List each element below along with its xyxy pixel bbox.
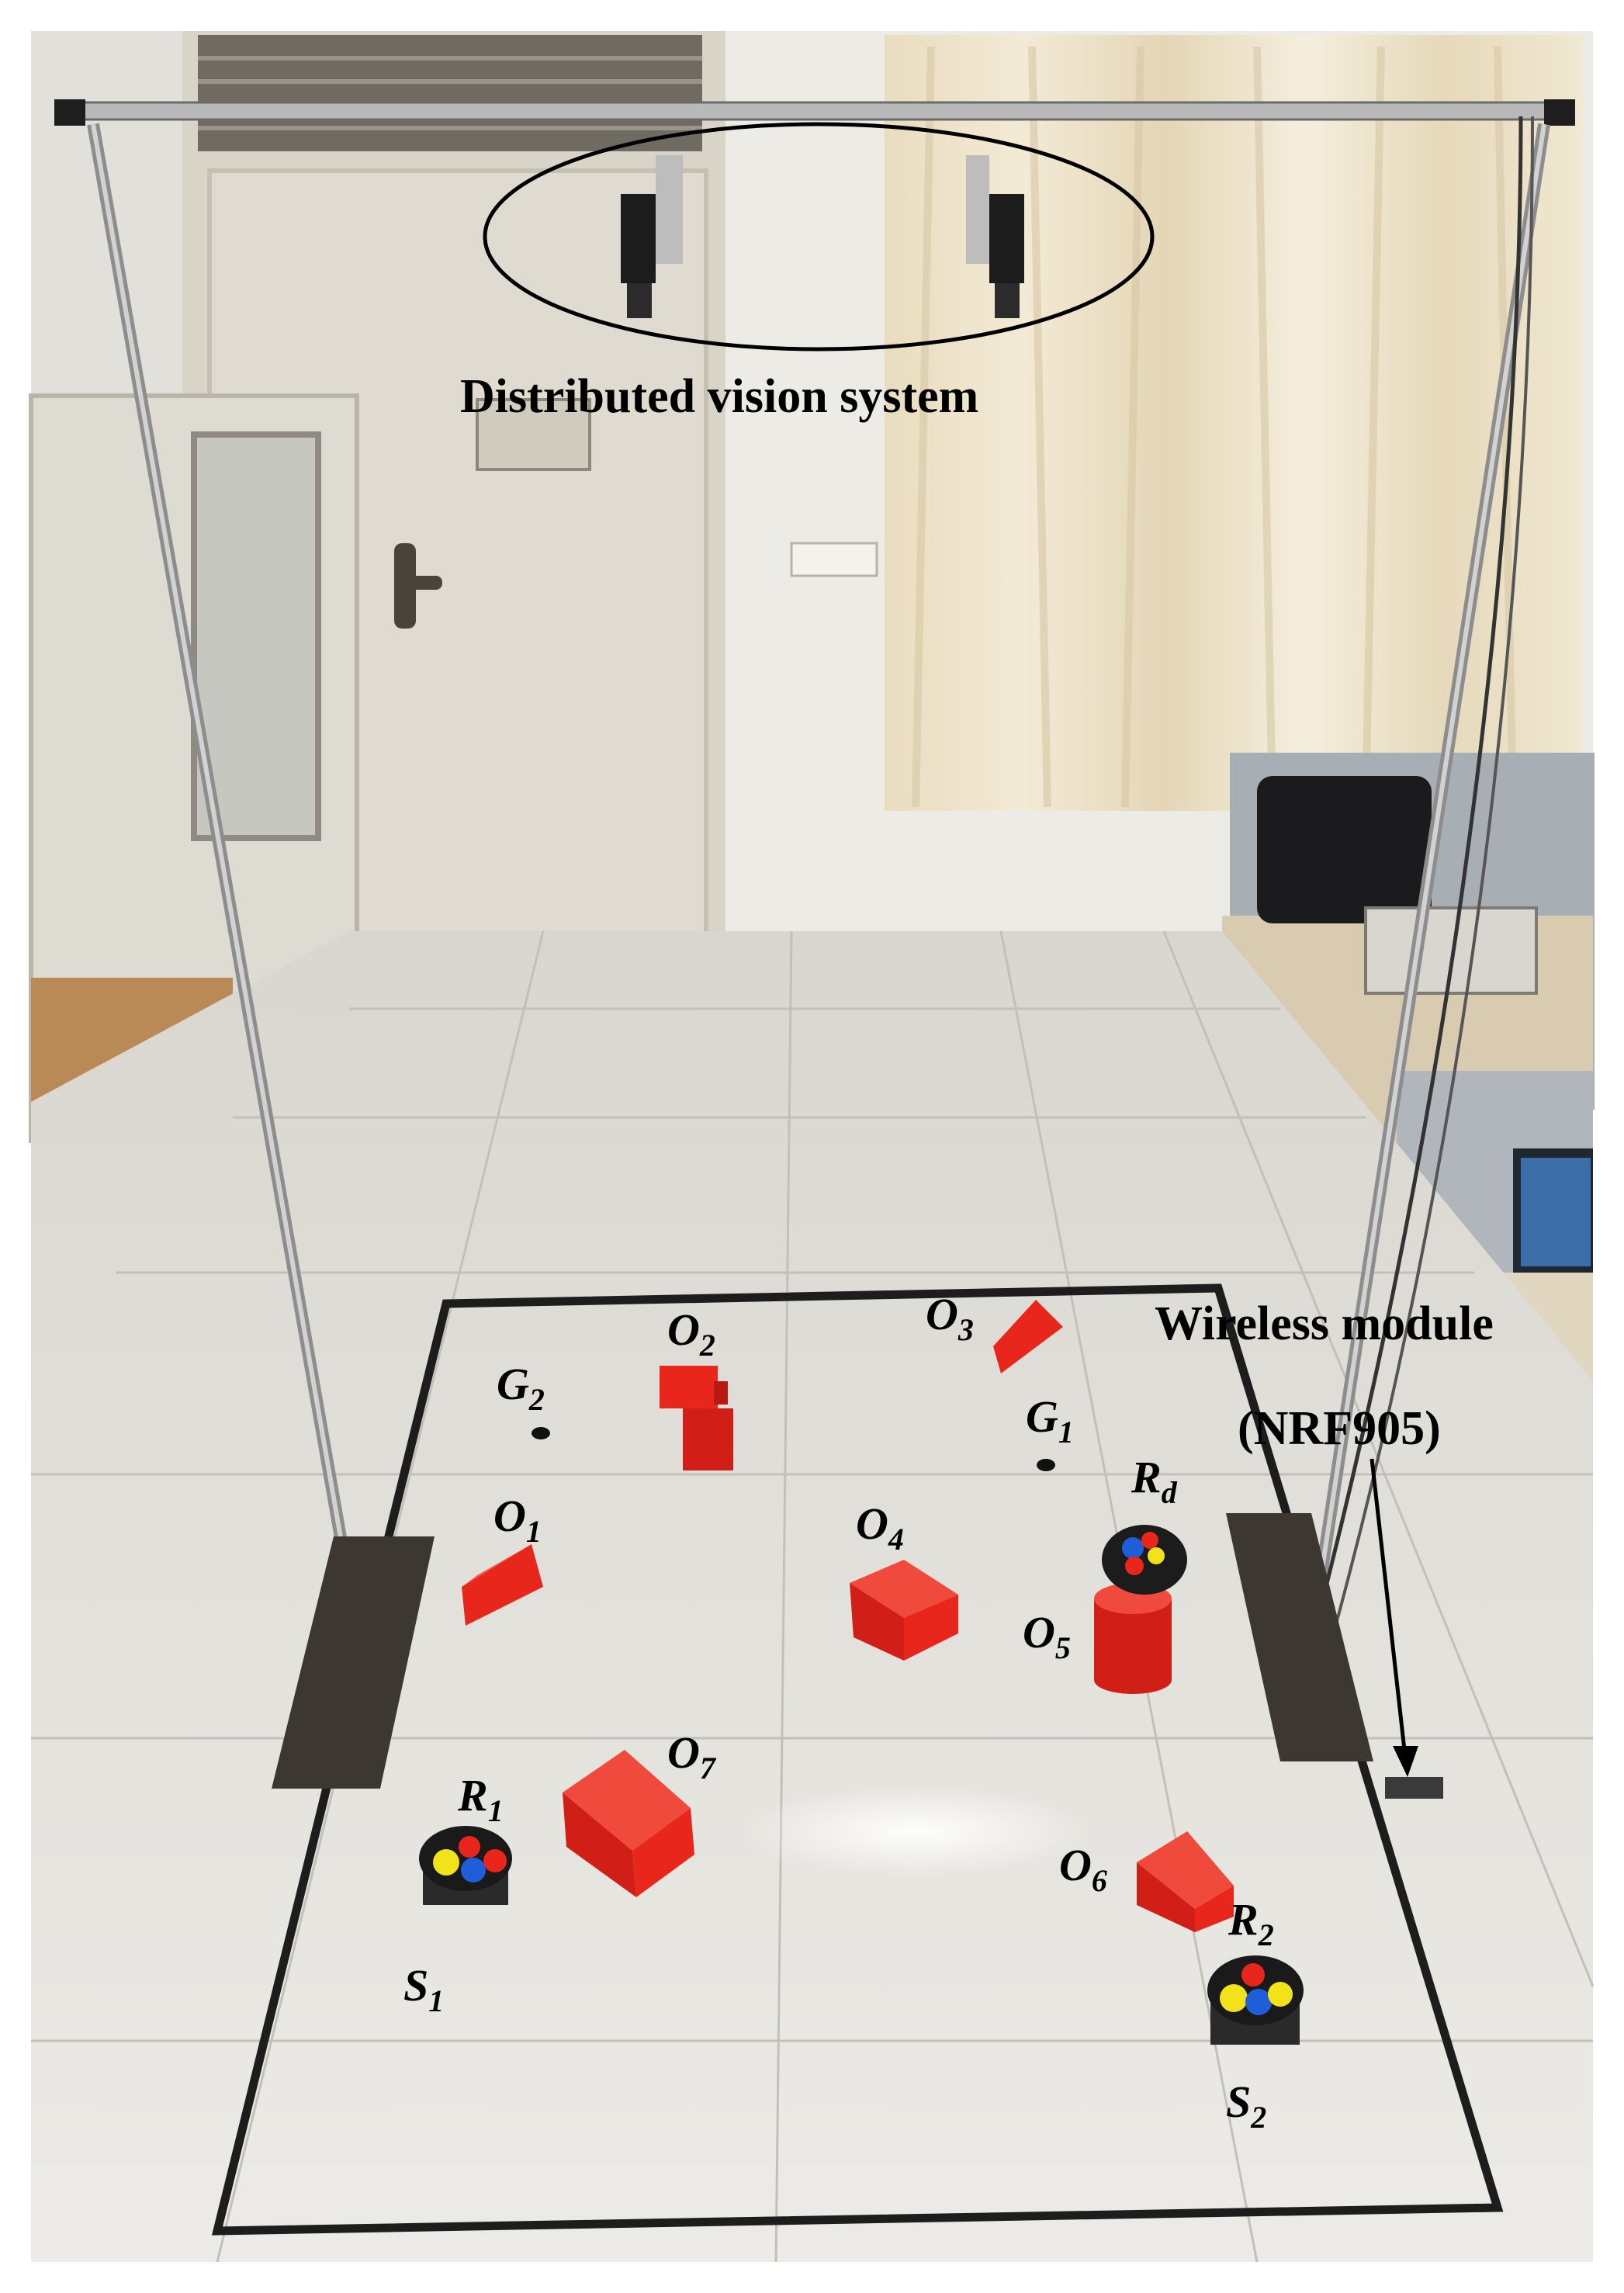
obstacle-o5 [1094, 1583, 1172, 1694]
label-o1: O1 [493, 1491, 542, 1549]
floor [31, 931, 1593, 2262]
oscilloscope [1364, 906, 1538, 995]
label-s1: S1 [403, 1960, 445, 2018]
robot-rd [1102, 1525, 1187, 1595]
obstacle-o4 [850, 1560, 958, 1661]
vision-system-highlight [483, 122, 1155, 352]
goal-g1-marker [1037, 1459, 1055, 1471]
camera-left [621, 155, 683, 318]
curtain [885, 35, 1583, 811]
label-g2: G2 [497, 1359, 545, 1417]
floor-tiles [31, 930, 1595, 2263]
wireless-arrow-line [1369, 1458, 1407, 1751]
label-o3: O3 [926, 1289, 974, 1347]
door-vent [198, 35, 702, 151]
label-o5: O5 [1023, 1607, 1071, 1665]
cabinet-glass [191, 431, 321, 841]
light-switch [790, 542, 878, 577]
door-handle-bar [403, 576, 442, 590]
label-o2: O2 [667, 1304, 715, 1363]
distributed-vision-system-caption: Distributed vision system [460, 370, 979, 423]
frame-base-right [1226, 1513, 1373, 1761]
robot-r2 [1207, 1955, 1304, 2045]
label-r1: R1 [458, 1770, 504, 1828]
goal-g2-marker [532, 1427, 550, 1439]
wireless-arrow-head [1393, 1746, 1418, 1777]
laptop-bag [1257, 776, 1432, 923]
obstacle-o2 [660, 1366, 733, 1470]
label-o4: O4 [856, 1498, 904, 1557]
obstacle-o1-top [462, 1544, 532, 1587]
frame-base-left [272, 1536, 435, 1789]
camera-frame [54, 99, 1575, 1654]
label-s2: S2 [1226, 2077, 1267, 2135]
label-rd: Rd [1131, 1452, 1177, 1510]
door-window [476, 398, 591, 471]
arena-boundary [211, 1283, 1504, 2236]
camera-right [966, 155, 1024, 318]
label-o6: O6 [1059, 1840, 1107, 1898]
monitor-screen [1521, 1158, 1591, 1266]
floor-glare [737, 1785, 1094, 1878]
obstacle-o3 [993, 1300, 1063, 1373]
label-r2: R2 [1228, 1894, 1274, 1952]
obstacle-o7 [563, 1750, 694, 1897]
robot-r1 [419, 1826, 512, 1905]
wireless-module-board [1385, 1777, 1443, 1799]
wireless-module-caption: Wireless module [1155, 1297, 1494, 1350]
nrf905-caption: (NRF905) [1238, 1402, 1441, 1455]
obstacle-o6 [1137, 1831, 1234, 1932]
label-g1: G1 [1026, 1391, 1074, 1450]
label-o7: O7 [667, 1727, 715, 1786]
obstacle-o1 [462, 1544, 543, 1626]
